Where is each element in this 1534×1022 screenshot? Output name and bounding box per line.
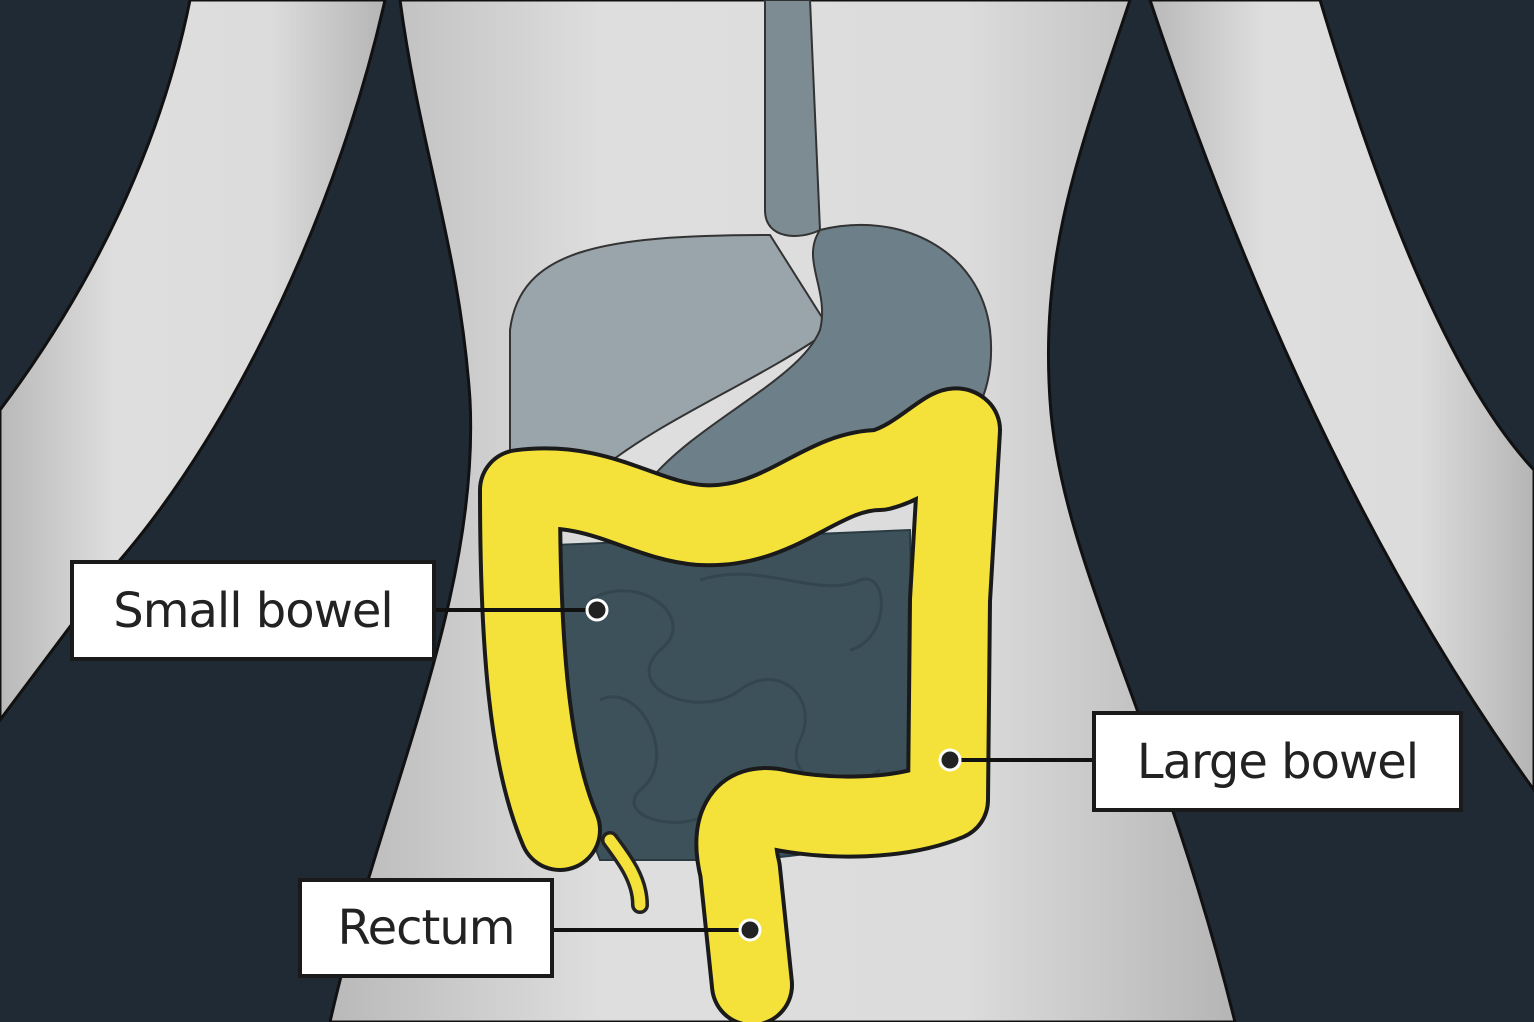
rectum-marker (738, 918, 762, 942)
small-bowel-marker (585, 598, 609, 622)
appendix-fill (604, 834, 646, 911)
large-bowel (482, 390, 998, 1022)
rectum-label: Rectum (298, 878, 554, 978)
liver (509, 233, 832, 472)
small-bowel-label: Small bowel (70, 560, 436, 661)
oesophagus (764, 0, 822, 237)
large-bowel-label: Large bowel (1092, 711, 1463, 812)
large-bowel-marker (938, 748, 962, 772)
left-arm (0, 0, 387, 723)
right-arm (1148, 0, 1534, 793)
